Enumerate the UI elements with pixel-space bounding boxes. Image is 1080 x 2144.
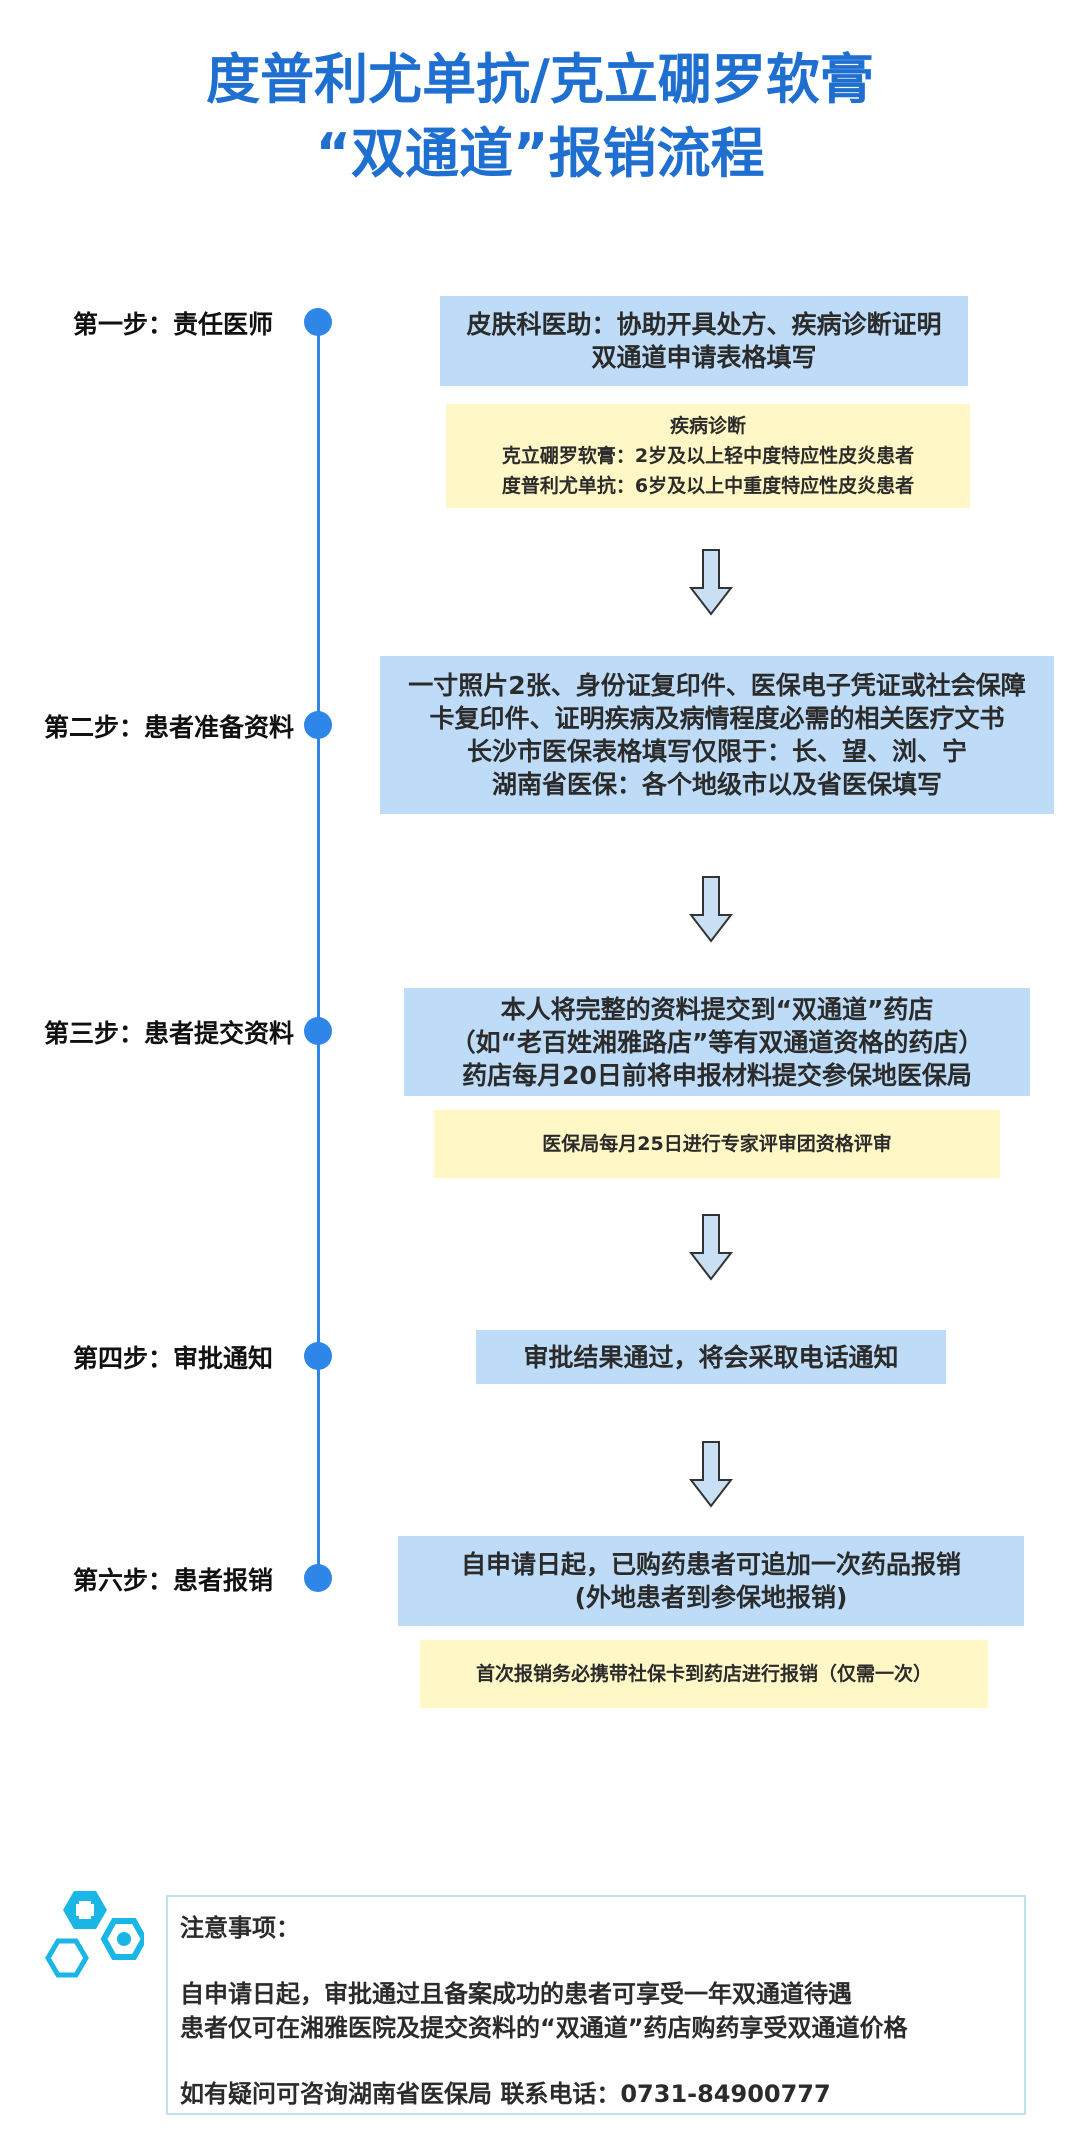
step6-main-box: 自申请日起，已购药患者可追加一次药品报销 (外地患者到参保地报销) [398, 1536, 1024, 1626]
medical-cross-hexagon-icon [45, 1891, 144, 1978]
timeline-dot-step6 [304, 1564, 332, 1592]
step1-main-box: 皮肤科医助：协助开具处方、疾病诊断证明 双通道申请表格填写 [440, 296, 968, 386]
page-title-line1: 度普利尤单抗/克立硼罗软膏 [206, 48, 874, 111]
step1-note-line: 度普利尤单抗：6岁及以上中重度特应性皮炎患者 [501, 475, 915, 497]
down-arrow-icon [689, 1441, 733, 1508]
step3-label: 第三步：患者提交资料 [43, 1019, 294, 1048]
step1-note-box: 疾病诊断 克立硼罗软膏：2岁及以上轻中度特应性皮炎患者 度普利尤单抗：6岁及以上… [446, 404, 970, 508]
step6-note-box: 首次报销务必携带社保卡到药店进行报销（仅需一次） [420, 1640, 988, 1708]
notice-box: 注意事项： 自申请日起，审批通过且备案成功的患者可享受一年双通道待遇 患者仅可在… [166, 1895, 1026, 2115]
step3-main-line: （如“老百姓湘雅路店”等有双通道资格的药店） [450, 1027, 984, 1057]
step1-label: 第一步：责任医师 [72, 310, 273, 339]
step6-main-line: 自申请日起，已购药患者可追加一次药品报销 [460, 1550, 961, 1579]
down-arrow-icon [689, 1214, 733, 1281]
step1-note-line: 克立硼罗软膏：2岁及以上轻中度特应性皮炎患者 [501, 445, 915, 467]
step3-main-line: 药店每月20日前将申报材料提交参保地医保局 [462, 1060, 972, 1090]
step4-main-line: 审批结果通过，将会采取电话通知 [523, 1342, 899, 1372]
step6-note-line: 首次报销务必携带社保卡到药店进行报销（仅需一次） [475, 1663, 932, 1685]
step2-main-line: 卡复印件、证明疾病及病情程度必需的相关医疗文书 [429, 704, 1005, 733]
step2-label: 第二步：患者准备资料 [43, 713, 294, 742]
timeline-dot-step4 [304, 1342, 332, 1370]
step2-main-line: 一寸照片2张、身份证复印件、医保电子凭证或社会保障 [408, 671, 1026, 700]
down-arrow-icon [689, 549, 733, 616]
timeline-dot-step3 [304, 1017, 332, 1045]
notice-line: 自申请日起，审批通过且备案成功的患者可享受一年双通道待遇 [180, 1980, 852, 2008]
step3-main-box: 本人将完整的资料提交到“双通道”药店 （如“老百姓湘雅路店”等有双通道资格的药店… [404, 988, 1030, 1096]
step2-main-line: 湖南省医保：各个地级市以及省医保填写 [491, 770, 942, 799]
step3-note-line: 医保局每月25日进行专家评审团资格评审 [542, 1133, 892, 1155]
step1-main-line: 双通道申请表格填写 [591, 343, 817, 372]
timeline-dot-step2 [304, 711, 332, 739]
timeline-dot-step1 [304, 308, 332, 336]
step6-label: 第六步：患者报销 [72, 1566, 273, 1595]
step1-main-line: 皮肤科医助：协助开具处方、疾病诊断证明 [466, 310, 942, 339]
step2-main-box: 一寸照片2张、身份证复印件、医保电子凭证或社会保障 卡复印件、证明疾病及病情程度… [380, 656, 1054, 814]
step4-main-box: 审批结果通过，将会采取电话通知 [476, 1330, 946, 1384]
timeline-line [317, 322, 320, 1572]
step3-main-line: 本人将完整的资料提交到“双通道”药店 [500, 994, 934, 1024]
step1-note-line: 疾病诊断 [669, 415, 746, 437]
down-arrow-icon [689, 876, 733, 943]
notice-contact: 如有疑问可咨询湖南省医保局 联系电话：0731-84900777 [180, 2080, 831, 2108]
step4-label: 第四步：审批通知 [72, 1344, 273, 1373]
page-title-line2: “双通道”报销流程 [315, 122, 765, 185]
notice-line: 患者仅可在湘雅医院及提交资料的“双通道”药店购药享受双通道价格 [180, 2014, 908, 2042]
notice-heading: 注意事项： [180, 1914, 300, 1942]
step3-note-box: 医保局每月25日进行专家评审团资格评审 [434, 1110, 1000, 1178]
step6-main-line: (外地患者到参保地报销) [574, 1583, 848, 1612]
step2-main-line: 长沙市医保表格填写仅限于：长、望、浏、宁 [466, 737, 967, 766]
